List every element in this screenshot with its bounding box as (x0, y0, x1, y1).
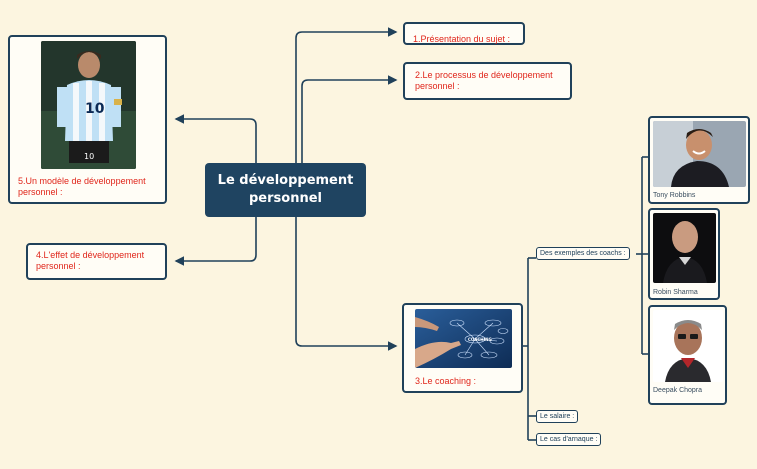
coach-card-robin-sharma[interactable]: Robin Sharma (648, 208, 720, 300)
branch-modele-label: 5.Un modèle de développement personnel : (18, 176, 146, 197)
central-topic[interactable]: Le développement personnel (205, 163, 366, 217)
coach-card-tony-robbins[interactable]: Tony Robbins (648, 116, 750, 204)
branch-effet-label: 4.L'effet de développement personnel : (36, 250, 145, 271)
sub-arnaque[interactable]: Le cas d'arnaque : (536, 433, 602, 446)
branch-presentation[interactable]: 1.Présentation du sujet : (403, 22, 525, 45)
footballer-photo: 10 10 (41, 41, 136, 169)
coach-portrait-illustration (653, 310, 723, 382)
coaching-touchscreen-photo: COACHING (415, 309, 512, 368)
coach-name: Robin Sharma (653, 289, 698, 296)
coach-card-deepak-chopra[interactable]: Deepak Chopra (648, 305, 727, 405)
coach-name: Tony Robbins (653, 192, 696, 199)
coach-photo (653, 310, 723, 382)
coach-photo (653, 213, 716, 283)
sub-examples-coachs[interactable]: Des exemples des coachs : (536, 247, 630, 260)
branch-processus-label: 2.Le processus de développement personne… (415, 70, 553, 91)
svg-text:10: 10 (84, 152, 94, 161)
branch-coaching[interactable]: COACHING 3.Le coaching : (402, 303, 523, 393)
coach-photo (653, 121, 746, 187)
coach-name: Deepak Chopra (653, 387, 703, 394)
svg-text:COACHING: COACHING (468, 337, 492, 342)
coaching-illustration: COACHING (415, 309, 512, 368)
branch-modele[interactable]: 10 10 5.Un modèle de développement perso… (8, 35, 167, 204)
branch-effet[interactable]: 4.L'effet de développement personnel : (26, 243, 167, 280)
coach-portrait-illustration (653, 213, 716, 283)
sub-arnaque-label: Le cas d'arnaque : (540, 436, 598, 443)
branch-coaching-label: 3.Le coaching : (415, 376, 477, 386)
coach-portrait-illustration (653, 121, 746, 187)
central-topic-label: Le développement personnel (217, 173, 354, 206)
sub-examples-coachs-label: Des exemples des coachs : (540, 250, 626, 257)
branch-processus[interactable]: 2.Le processus de développement personne… (403, 62, 572, 100)
branch-presentation-label: 1.Présentation du sujet : (413, 34, 511, 44)
sub-salaire-label: Le salaire : (540, 413, 575, 420)
svg-text:10: 10 (85, 101, 105, 117)
sub-salaire[interactable]: Le salaire : (536, 410, 579, 423)
footballer-illustration: 10 10 (41, 41, 136, 169)
